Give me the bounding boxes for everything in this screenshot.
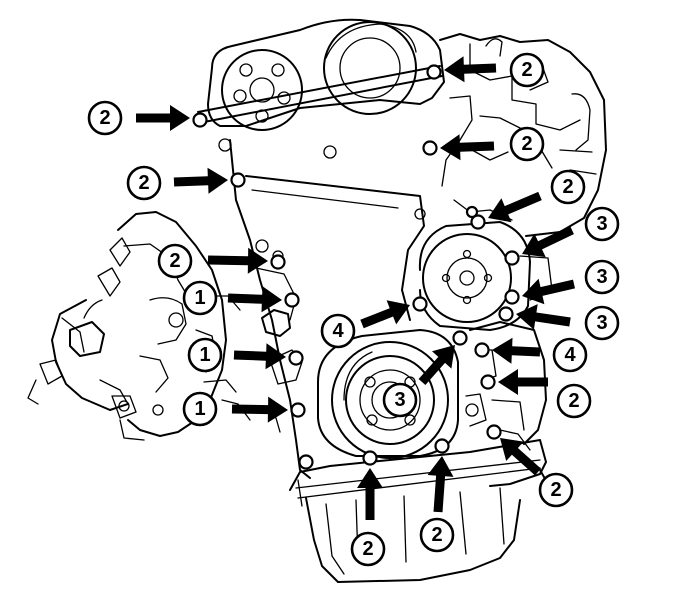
bolt-marker (230, 172, 246, 188)
callout: 2 (509, 126, 545, 162)
callout-label: 2 (138, 172, 149, 194)
callout-arrow (498, 369, 548, 395)
oil-pan (289, 439, 547, 583)
callout: 2 (157, 243, 193, 279)
callout-label: 1 (194, 398, 205, 420)
callout: 3 (584, 305, 620, 341)
bolt-marker (270, 254, 286, 270)
callout: 4 (320, 313, 356, 349)
bolt-marker (474, 342, 490, 358)
callout-arrow (492, 337, 541, 364)
callout: 2 (419, 517, 455, 553)
callout-arrow (357, 468, 383, 520)
timing-belt-cover-top (197, 18, 445, 159)
bolt-marker (470, 214, 486, 230)
bolt-marker (465, 205, 479, 219)
callout-label: 2 (362, 538, 373, 560)
bolt-marker (290, 402, 306, 418)
callout: 2 (126, 165, 162, 201)
bolt-marker (362, 450, 378, 466)
callout-arrow (227, 286, 282, 313)
callout: 3 (584, 206, 620, 242)
callout-label: 1 (199, 344, 210, 366)
callout: 2 (550, 169, 586, 205)
callout: 3 (382, 382, 418, 418)
callout-label: 3 (394, 389, 405, 411)
callout-arrow (522, 278, 575, 305)
callout-label: 1 (194, 287, 205, 309)
bolt-marker (452, 330, 468, 346)
water-pump-pulley (418, 221, 553, 331)
callout-arrow (233, 343, 286, 370)
callout: 2 (350, 531, 386, 567)
callout-label: 3 (596, 213, 607, 235)
front-cover (229, 139, 426, 479)
callout: 3 (584, 259, 620, 295)
bolt-marker (288, 350, 304, 366)
callout: 1 (187, 337, 223, 373)
callout-label: 2 (521, 133, 532, 155)
callout-arrow (522, 225, 574, 258)
callout-label: 2 (550, 479, 561, 501)
bolt-marker (284, 292, 300, 308)
bolt-marker (498, 306, 514, 322)
callout-label: 3 (596, 266, 607, 288)
bolt-marker (192, 112, 208, 128)
callout-label: 4 (332, 320, 344, 342)
callout-label: 4 (564, 344, 576, 366)
bolt-marker (504, 250, 520, 266)
callout-arrow (207, 247, 268, 274)
bolt-marker (422, 140, 438, 156)
callout-arrow (440, 134, 495, 161)
callout-label: 2 (169, 250, 180, 272)
callout-arrow (231, 396, 288, 423)
bolt-marker (412, 296, 428, 312)
callout-arrow (360, 300, 410, 329)
bolt-marker (486, 424, 502, 440)
callout-arrow (500, 438, 541, 476)
callout-labels: 2 2 2 2 2 2 3 3 (87, 52, 620, 567)
callout-label: 2 (562, 176, 573, 198)
callout-arrow (136, 105, 190, 131)
callout-label: 2 (521, 59, 532, 81)
callout-arrow (418, 345, 455, 385)
callout-label: 3 (596, 312, 607, 334)
callout: 4 (552, 337, 588, 373)
bolt-marker (504, 289, 520, 305)
callout: 1 (182, 280, 218, 316)
bolt-marker (434, 438, 450, 454)
bolt-marker (480, 374, 496, 390)
callout: 2 (87, 100, 123, 136)
bolt-marker (426, 64, 442, 80)
callout-arrows (136, 56, 575, 520)
bolt-marker (298, 454, 314, 470)
callout: 2 (538, 472, 574, 508)
callout: 2 (556, 383, 592, 419)
callout-label: 2 (431, 524, 442, 546)
callout-arrow (173, 167, 228, 194)
callout: 2 (509, 52, 545, 88)
bolt-markers (192, 64, 520, 470)
callout-label: 2 (568, 390, 579, 412)
callout-arrow (444, 56, 497, 83)
callout-arrow (488, 191, 542, 223)
callout: 1 (182, 391, 218, 427)
callout-label: 2 (99, 107, 110, 129)
callout-arrow (516, 304, 571, 330)
callout-arrow (427, 456, 454, 513)
